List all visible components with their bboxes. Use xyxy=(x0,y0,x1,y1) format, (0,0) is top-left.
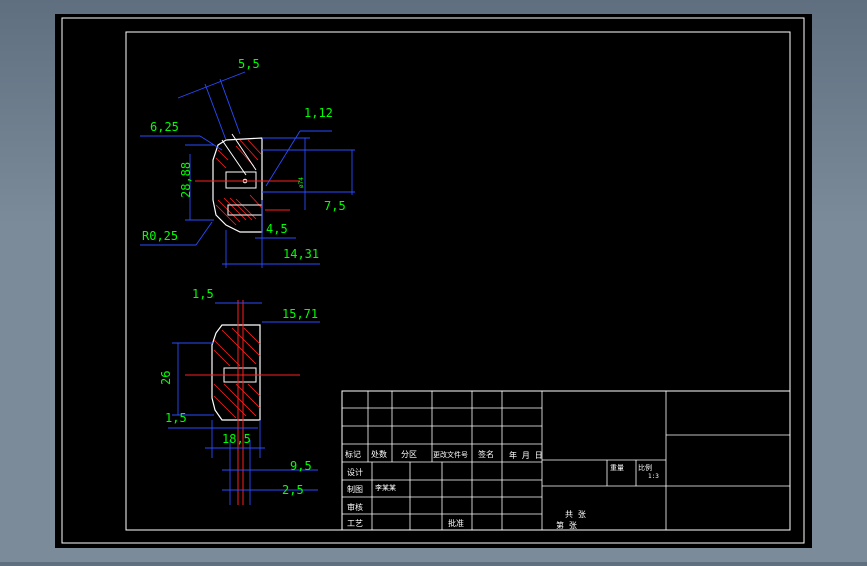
top-part-outline xyxy=(212,137,263,233)
tb-process: 工艺 xyxy=(347,519,363,528)
tb-total-sheets: 共 张 xyxy=(565,510,586,519)
outer-frame xyxy=(61,17,805,544)
top-dimension-texts: 5,5 6,25 1,12 28,88 ø74 7,5 R0,25 4,5 14… xyxy=(142,57,346,261)
dim-9-5: 9,5 xyxy=(290,459,312,473)
title-block-border xyxy=(341,390,791,531)
title-block: 标记 处数 分区 更改文件号 签名 年 月 日 设计 制图 李某某 审核 工艺 … xyxy=(341,390,791,531)
title-block-texts: 标记 处数 分区 更改文件号 签名 年 月 日 设计 制图 李某某 审核 工艺 … xyxy=(345,449,659,530)
dim-6-25: 6,25 xyxy=(150,120,179,134)
dim-4-5: 4,5 xyxy=(266,222,288,236)
tb-change-doc: 更改文件号 xyxy=(433,450,468,459)
dim-5-5: 5,5 xyxy=(238,57,260,71)
tb-scale-value: 1:3 xyxy=(648,473,659,480)
bottom-dimension-texts: 1,5 15,71 26 1,5 18,5 9,5 2,5 xyxy=(159,287,318,497)
canvas-background xyxy=(55,14,812,548)
dim-15-71: 15,71 xyxy=(282,307,318,321)
tb-sheet-no: 第 张 xyxy=(556,520,577,530)
tb-date: 年 月 日 xyxy=(509,450,543,460)
tb-mark: 标记 xyxy=(345,449,361,459)
top-section-view: 5,5 6,25 1,12 28,88 ø74 7,5 R0,25 4,5 14… xyxy=(140,57,355,268)
tb-drawing: 制图 xyxy=(347,484,363,494)
top-inner-pocket xyxy=(225,171,257,189)
dim-1-5-bottom: 1,5 xyxy=(165,411,187,425)
bottom-hatching xyxy=(213,327,261,419)
dim-28-88: 28,88 xyxy=(179,162,193,198)
bottom-section-view: 1,5 15,71 26 1,5 18,5 9,5 2,5 xyxy=(159,287,320,505)
tb-drawer-name: 李某某 xyxy=(375,483,396,492)
tb-design: 设计 xyxy=(347,467,363,477)
top-dimension-lines xyxy=(140,71,355,268)
dim-1-12: 1,12 xyxy=(304,106,333,120)
top-inclined-bore xyxy=(221,133,257,176)
dim-2-5: 2,5 xyxy=(282,483,304,497)
bottom-dimension-lines xyxy=(168,302,320,505)
tb-weight: 重量 xyxy=(610,464,624,472)
dim-18-5: 18,5 xyxy=(222,432,251,446)
dim-14-31: 14,31 xyxy=(283,247,319,261)
tb-review: 审核 xyxy=(347,502,363,512)
dim-7-5: 7,5 xyxy=(324,199,346,213)
tb-signature: 签名 xyxy=(478,449,494,459)
bottom-part-outline xyxy=(211,324,261,421)
dim-r0-25: R0,25 xyxy=(142,229,178,243)
dim-26: 26 xyxy=(159,371,173,385)
dim-1-5-top: 1,5 xyxy=(192,287,214,301)
dim-phi: ø74 xyxy=(298,177,305,188)
tb-approve: 批准 xyxy=(448,518,464,528)
title-block-grid xyxy=(342,391,790,530)
tb-zone: 分区 xyxy=(401,450,417,459)
tb-scale: 比例 xyxy=(638,463,652,472)
tb-count: 处数 xyxy=(371,449,387,459)
top-hatching xyxy=(215,139,263,226)
